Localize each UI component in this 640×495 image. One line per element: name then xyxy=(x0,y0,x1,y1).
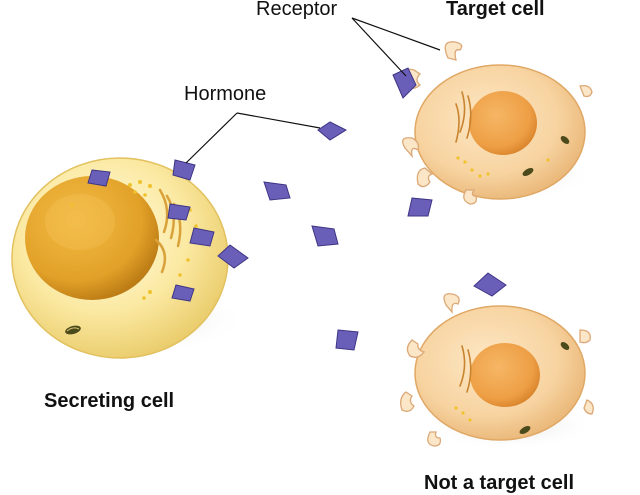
target-cell xyxy=(402,41,595,205)
non-target-cell-er xyxy=(459,345,472,393)
hormone-molecule xyxy=(189,227,215,247)
hormone-molecules xyxy=(87,67,507,351)
target-cell-vesicles xyxy=(456,156,550,178)
hormone-molecule xyxy=(172,159,196,181)
non-target-cell-nucleus xyxy=(470,343,540,407)
secreting-cell-nucleus xyxy=(25,176,159,300)
hormone-molecule xyxy=(317,121,348,141)
secretory-vesicles xyxy=(70,180,198,300)
target-cell-nucleus xyxy=(469,91,537,155)
target-cell-label: Target cell xyxy=(446,0,545,20)
hormone-molecule xyxy=(87,169,111,187)
hormone-molecule xyxy=(473,272,507,297)
secreting-cell xyxy=(11,157,250,359)
not-target-cell-label: Not a target cell xyxy=(424,472,575,494)
target-cell-mitochondrion-1 xyxy=(522,168,534,176)
hormone-leader-line-2 xyxy=(185,112,238,164)
target-cell-mitochondrion-2 xyxy=(560,136,570,144)
hormone-molecule xyxy=(335,329,359,351)
non-target-cell-mitochondrion-1 xyxy=(519,426,531,434)
non-target-cell xyxy=(400,293,595,450)
receptor-leader-line-1 xyxy=(351,17,441,51)
hormone-leader-line-1 xyxy=(236,112,321,129)
hormone-molecule xyxy=(263,181,291,201)
secreting-cell-nucleus-highlight xyxy=(45,194,115,250)
leader-lines xyxy=(185,17,441,164)
cell-signaling-diagram xyxy=(11,17,595,450)
receptor-label: Receptor xyxy=(256,0,338,20)
hormone-molecule xyxy=(311,225,339,247)
non-target-cell-mitochondrion-2 xyxy=(560,342,570,350)
non-target-cell-receptors xyxy=(400,293,594,447)
non-target-cell-vesicles xyxy=(454,406,472,422)
hormone-molecule xyxy=(171,284,195,302)
hormone-bound-to-receptor xyxy=(392,67,417,99)
receptor-leader-line-2 xyxy=(351,17,407,77)
hormone-molecule xyxy=(167,203,191,221)
hormone-molecule xyxy=(217,244,249,269)
secreting-cell-label: Secreting cell xyxy=(44,390,175,412)
hormone-label: Hormone xyxy=(184,83,267,105)
mitochondrion-cristae xyxy=(66,327,80,332)
hormone-molecule xyxy=(407,197,433,217)
target-cell-er xyxy=(455,91,472,143)
